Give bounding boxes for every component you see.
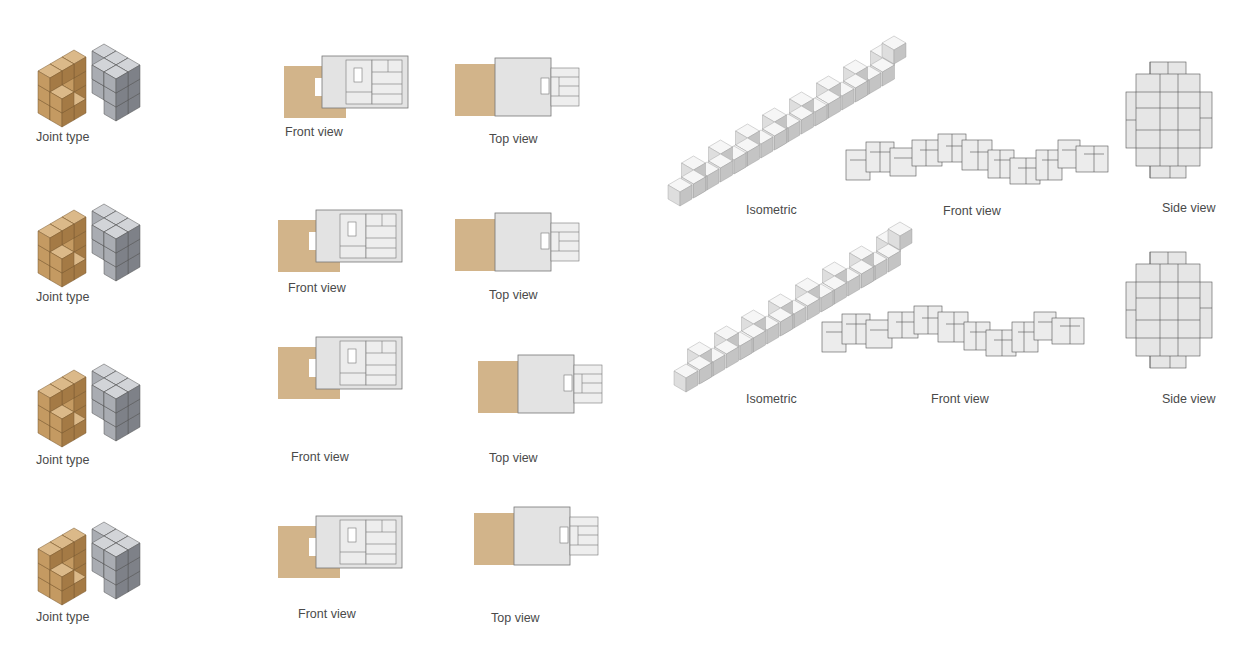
view-caption: Front view bbox=[291, 449, 349, 465]
view-caption: Top view bbox=[491, 610, 540, 626]
view-caption: Top view bbox=[489, 131, 538, 147]
view-caption: Joint type bbox=[36, 129, 90, 145]
view-caption: Top view bbox=[489, 450, 538, 466]
view-caption: Front view bbox=[285, 124, 343, 140]
view-caption: Joint type bbox=[36, 609, 90, 625]
view-caption: Side view bbox=[1162, 200, 1216, 216]
view-caption: Joint type bbox=[36, 289, 90, 305]
view-caption: Front view bbox=[931, 391, 989, 407]
view-caption: Isometric bbox=[746, 202, 797, 218]
view-caption: Front view bbox=[288, 280, 346, 296]
view-caption: Isometric bbox=[746, 391, 797, 407]
view-caption: Front view bbox=[943, 203, 1001, 219]
view-caption: Side view bbox=[1162, 391, 1216, 407]
view-caption: Front view bbox=[298, 606, 356, 622]
view-caption: Joint type bbox=[36, 452, 90, 468]
view-caption: Top view bbox=[489, 287, 538, 303]
